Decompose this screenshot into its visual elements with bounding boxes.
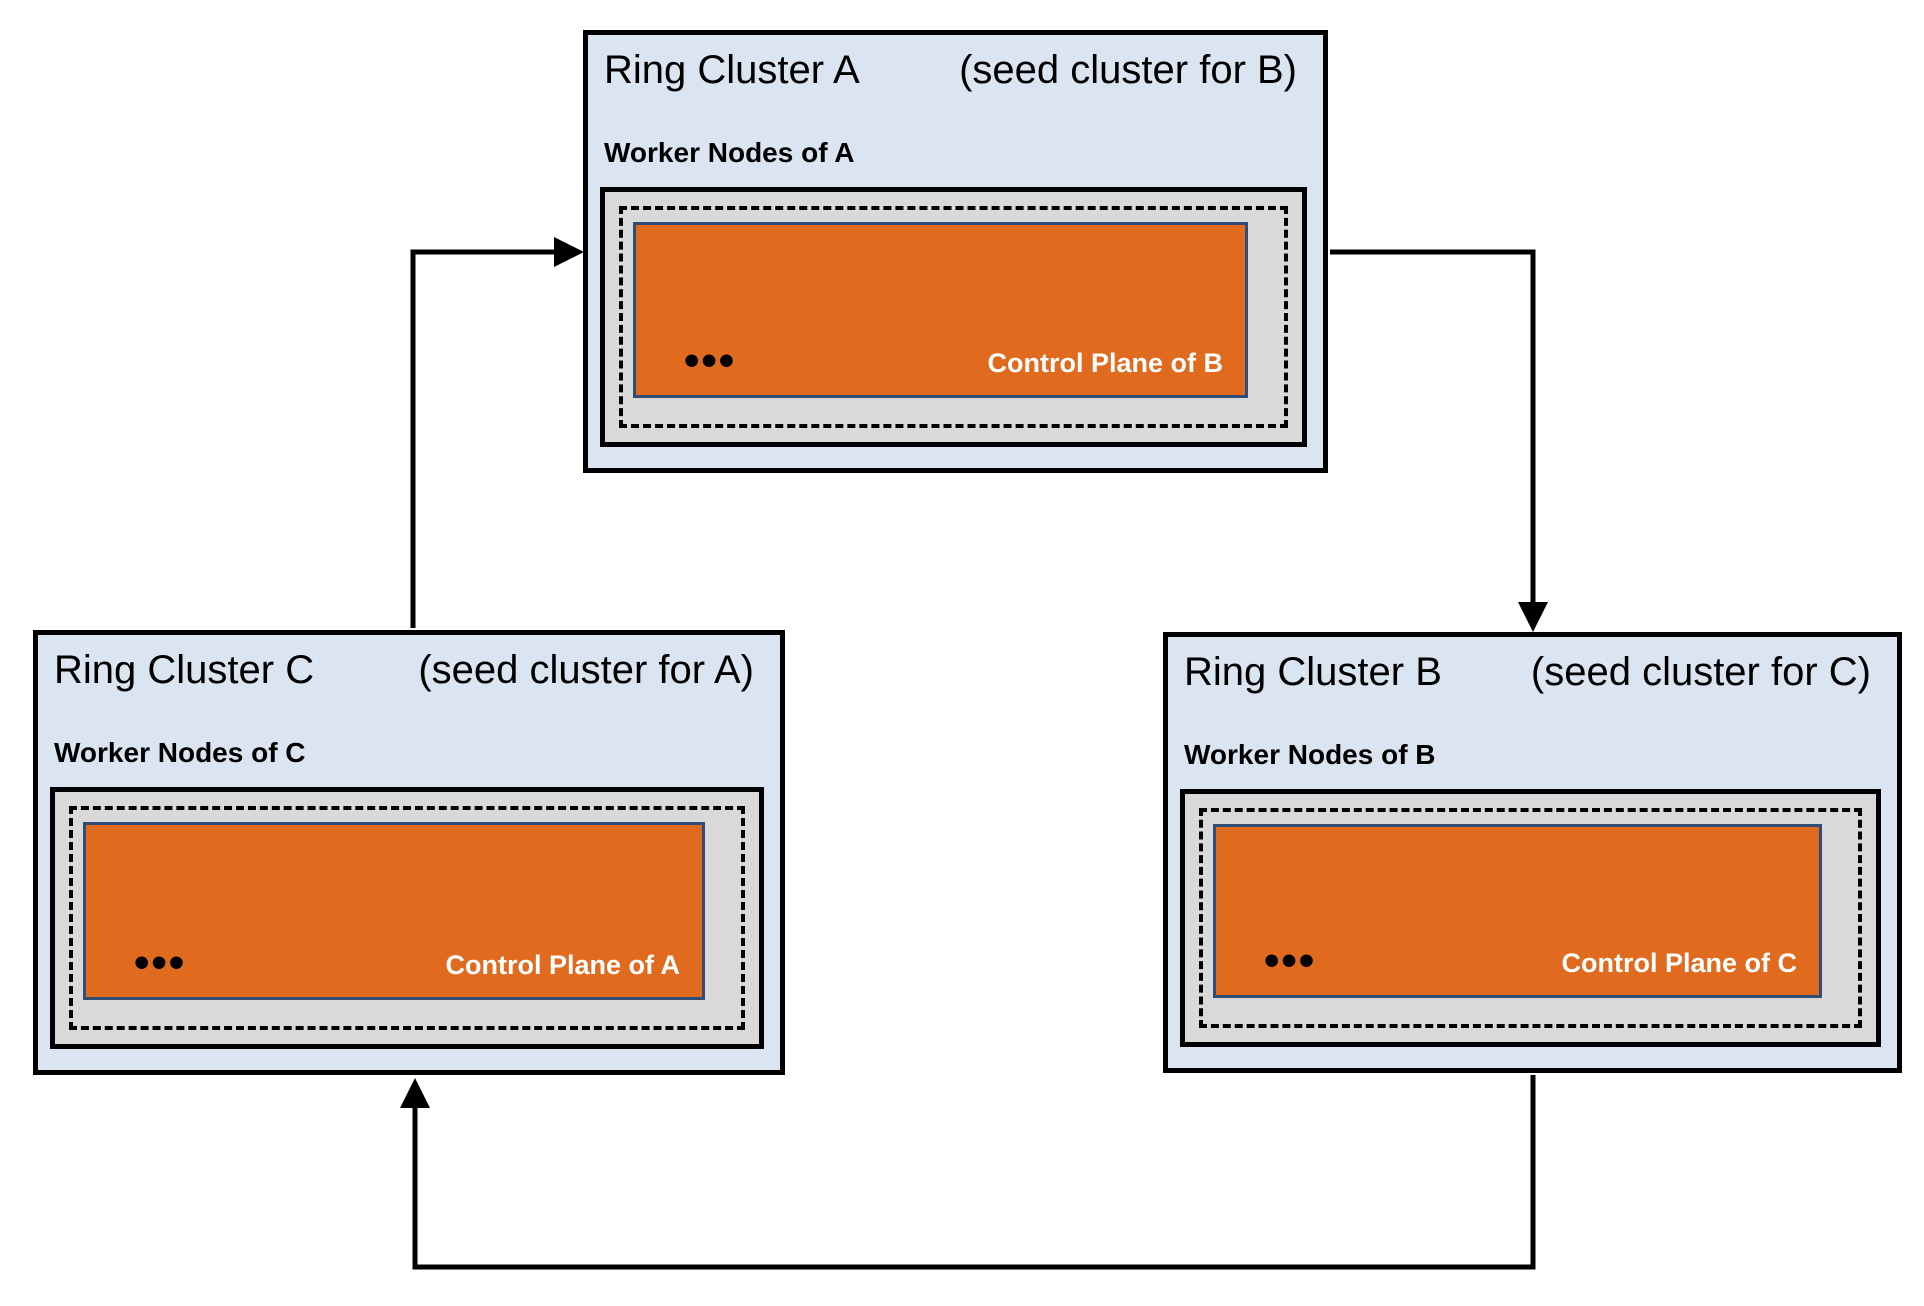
arrow-c-to-a-line	[410, 249, 556, 628]
ellipsis-dots: •••	[1264, 936, 1317, 985]
cluster-c-dashed-boundary: ••• Control Plane of A	[69, 806, 745, 1030]
cluster-a-title-row: Ring Cluster A (seed cluster for B)	[604, 47, 1297, 93]
cluster-c-seed-note: (seed cluster for A)	[418, 648, 754, 692]
cluster-a-dashed-boundary: ••• Control Plane of B	[619, 206, 1288, 428]
arrow-a-to-b-head	[1518, 602, 1548, 632]
cluster-a-box: Ring Cluster A (seed cluster for B) Work…	[583, 30, 1328, 473]
cluster-c-worker-group-box: ••• Control Plane of A	[50, 787, 764, 1049]
cluster-b-box: Ring Cluster B (seed cluster for C) Work…	[1163, 632, 1902, 1073]
cluster-b-seed-note: (seed cluster for C)	[1530, 650, 1871, 694]
arrow-b-to-c-line	[412, 1075, 1536, 1270]
cluster-b-title: Ring Cluster B	[1184, 650, 1442, 694]
cluster-b-worker-group-box: ••• Control Plane of C	[1180, 789, 1881, 1047]
cluster-b-control-plane-box: ••• Control Plane of C	[1213, 824, 1822, 998]
arrow-a-to-b-line	[1330, 249, 1536, 604]
arrow-c-to-a	[410, 237, 584, 628]
arrow-a-to-b	[1330, 249, 1548, 632]
cluster-a-seed-note: (seed cluster for B)	[959, 48, 1297, 92]
cluster-c-title-row: Ring Cluster C (seed cluster for A)	[54, 647, 754, 693]
cluster-c-worker-nodes-label: Worker Nodes of C	[54, 737, 306, 768]
cluster-a-worker-nodes-label: Worker Nodes of A	[604, 137, 855, 168]
cluster-a-control-plane-box: ••• Control Plane of B	[633, 222, 1248, 398]
cluster-c-box: Ring Cluster C (seed cluster for A) Work…	[33, 630, 785, 1075]
arrow-c-to-a-head	[554, 237, 584, 267]
arrow-b-to-c-head	[400, 1078, 430, 1108]
ellipsis-dots: •••	[134, 938, 187, 987]
cluster-b-title-row: Ring Cluster B (seed cluster for C)	[1184, 649, 1871, 695]
cluster-a-worker-group-box: ••• Control Plane of B	[600, 187, 1307, 447]
cluster-b-control-plane-label: Control Plane of C	[1561, 948, 1798, 978]
ellipsis-dots: •••	[684, 336, 737, 385]
cluster-b-worker-nodes-label: Worker Nodes of B	[1184, 739, 1436, 770]
cluster-a-control-plane-label: Control Plane of B	[987, 348, 1224, 378]
cluster-c-control-plane-box: ••• Control Plane of A	[83, 822, 705, 1000]
arrow-b-to-c	[400, 1075, 1536, 1270]
cluster-c-title: Ring Cluster C	[54, 648, 315, 692]
cluster-c-control-plane-label: Control Plane of A	[445, 950, 681, 980]
cluster-a-title: Ring Cluster A	[604, 48, 860, 92]
cluster-b-dashed-boundary: ••• Control Plane of C	[1199, 808, 1862, 1028]
